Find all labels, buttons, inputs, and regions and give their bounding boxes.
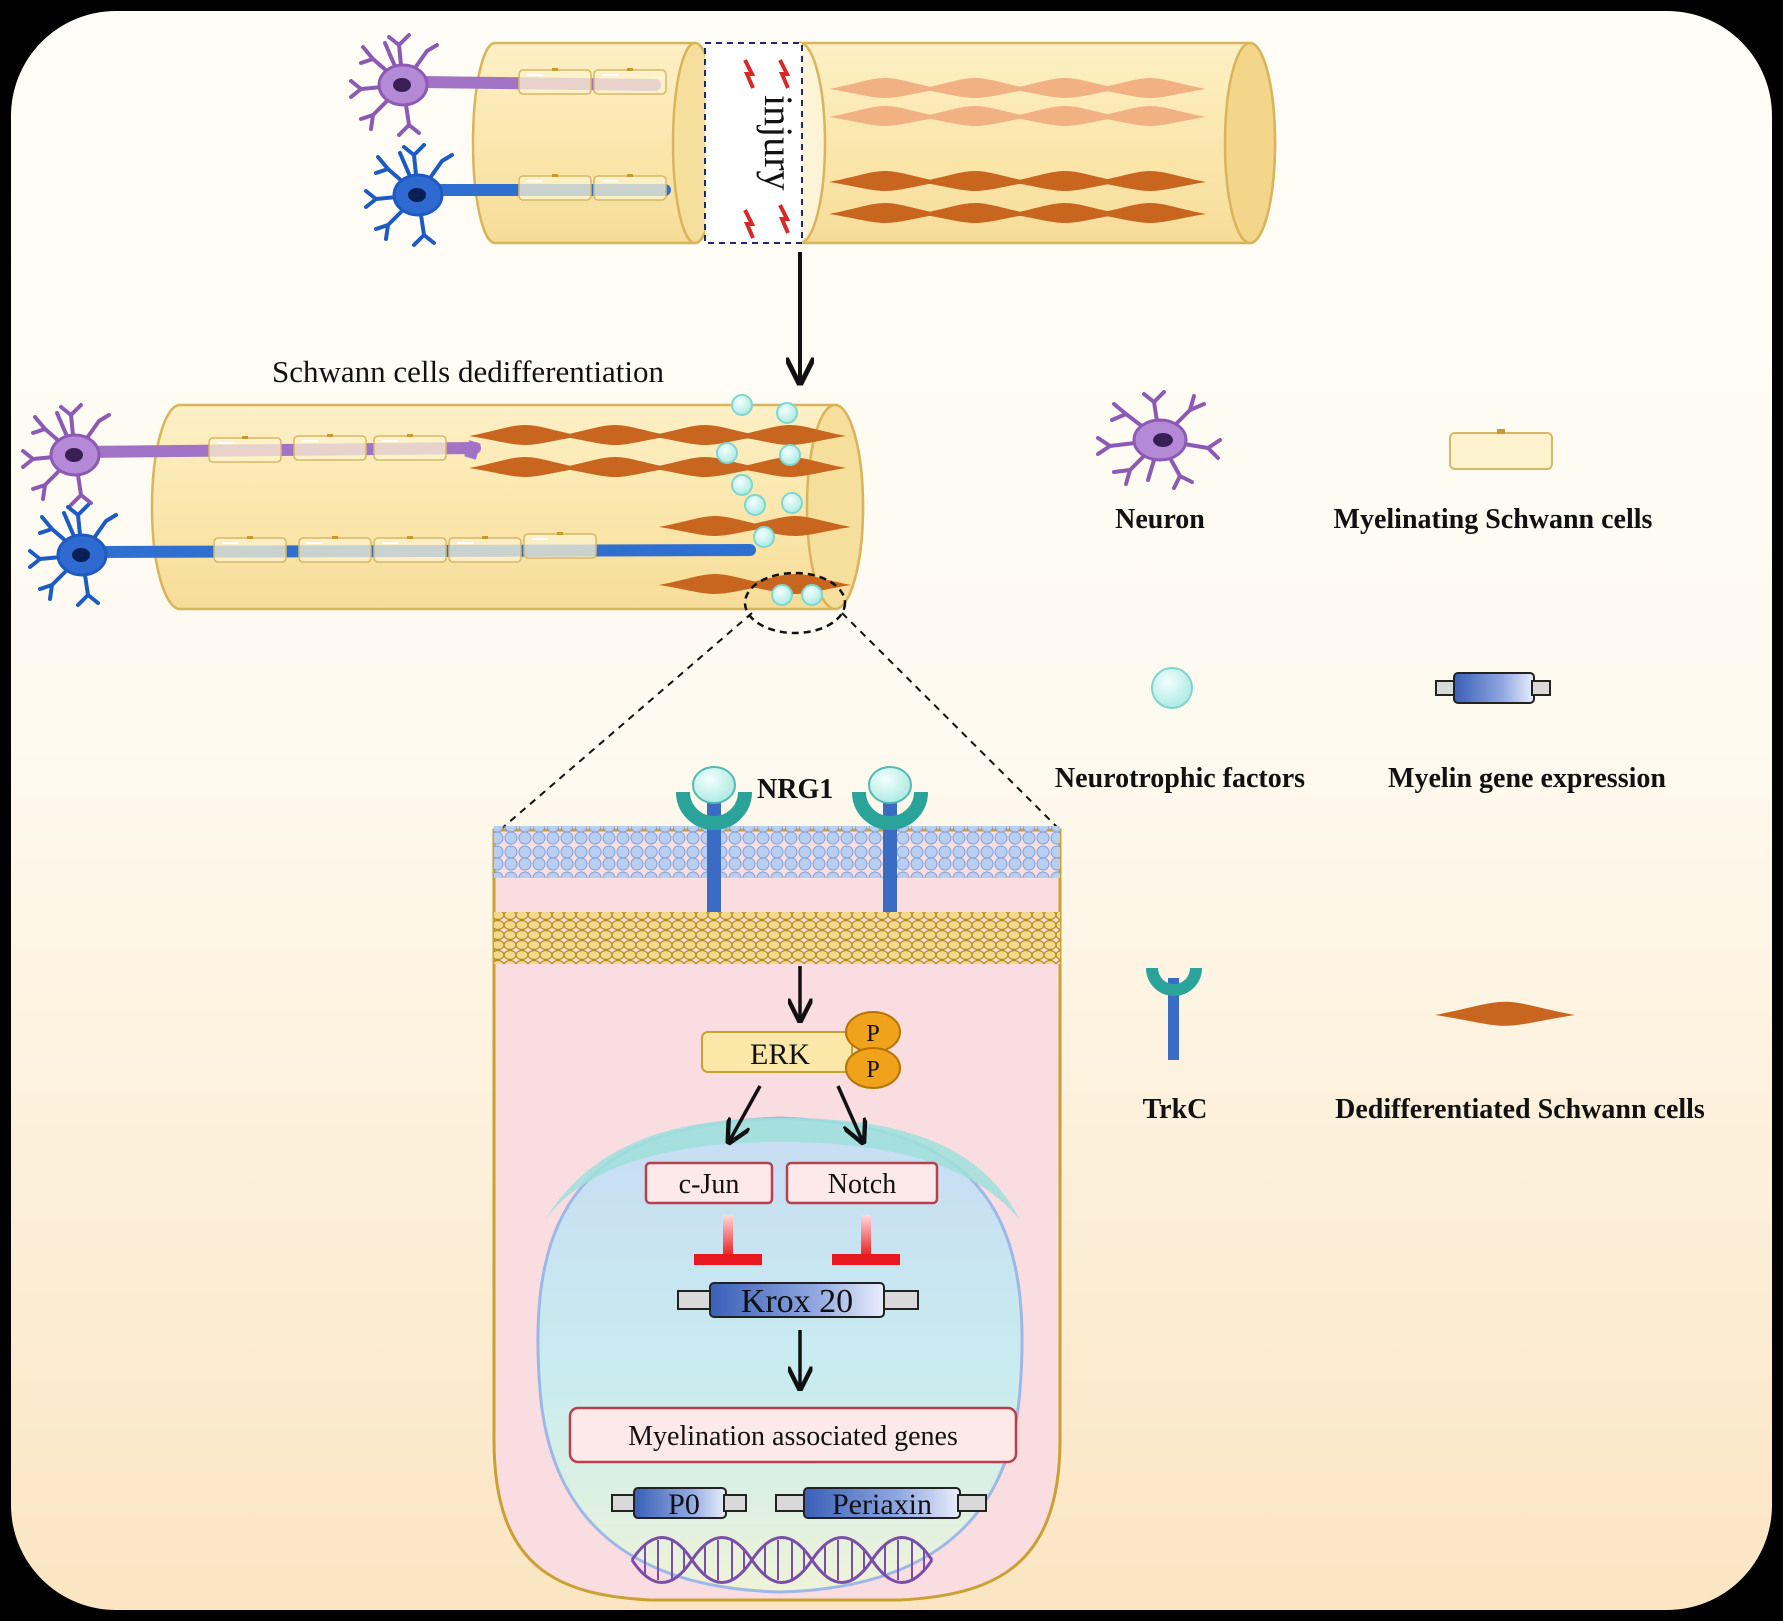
injury-label: injury [756,95,801,191]
krox20-gene: Krox 20 [677,1282,919,1320]
phospho-1-label: P [866,1021,879,1047]
notch-box [785,1161,939,1205]
phospho-2-label: P [866,1057,879,1083]
inhibition-cjun [694,1254,762,1265]
zoom-region [743,571,847,635]
myelination-genes-label: Myelination associated genes [628,1421,958,1452]
middle-panel-title: Schwann cells dedifferentiation [272,354,664,389]
legend-myelinating-label: Myelinating Schwann cells [1334,504,1653,535]
legend-trkc-icon [1146,967,1202,1060]
trkc-receptor-right [852,766,928,912]
neurotrophic-factors [716,394,823,606]
cjun-box [644,1161,774,1205]
periaxin-label: Periaxin [832,1488,932,1521]
legend-myelinating-icon [1449,429,1553,470]
krox20-label: Krox 20 [741,1283,853,1320]
extracellular-matrix-layer [494,912,1060,964]
injured-nerve [414,41,1277,245]
legend-dediff-label: Dedifferentiated Schwann cells [1335,1094,1705,1125]
legend-myelin-gene-label: Myelin gene expression [1388,763,1666,794]
regenerating-nerve [74,394,865,611]
legend-neurotrophic-label: Neurotrophic factors [1055,763,1305,794]
periaxin-gene: Periaxin [775,1487,987,1521]
trkc-receptor-left [676,766,752,912]
nucleus [536,1116,1024,1594]
legend-neurotrophic-icon [1151,667,1193,709]
cell-zoom: NRG1 ERK P P c-Jun Notch Krox 20 Mye [492,766,1062,1602]
erk-label: ERK [750,1038,810,1071]
legend-trkc-label: TrkC [1143,1094,1208,1125]
legend-gene-icon [1435,672,1551,704]
neuron-purple-middle [21,403,111,507]
lipid-bilayer [494,826,1060,878]
erk-box [701,1031,853,1073]
legend-neuron-icon [1096,390,1222,490]
inhibition-notch [832,1254,900,1265]
notch-label: Notch [828,1169,896,1200]
injury-gap: injury [704,42,803,244]
neuron-blue-top [364,143,454,247]
phospho-2 [845,1047,901,1089]
myelination-genes-box [568,1406,1018,1464]
p0-gene: P0 [611,1487,747,1521]
cjun-label: c-Jun [679,1169,740,1200]
p0-label: P0 [668,1488,700,1521]
legend-neuron-label: Neuron [1115,504,1205,535]
legend-dediff-icon [1435,1001,1575,1026]
neuron-blue-middle [28,503,118,607]
dna-helix [630,1536,934,1584]
nrg1-label: NRG1 [757,774,833,805]
neuron-purple-top [349,33,439,137]
legend: Neuron Myelinating Schwann cells Neurotr… [1055,390,1705,1125]
